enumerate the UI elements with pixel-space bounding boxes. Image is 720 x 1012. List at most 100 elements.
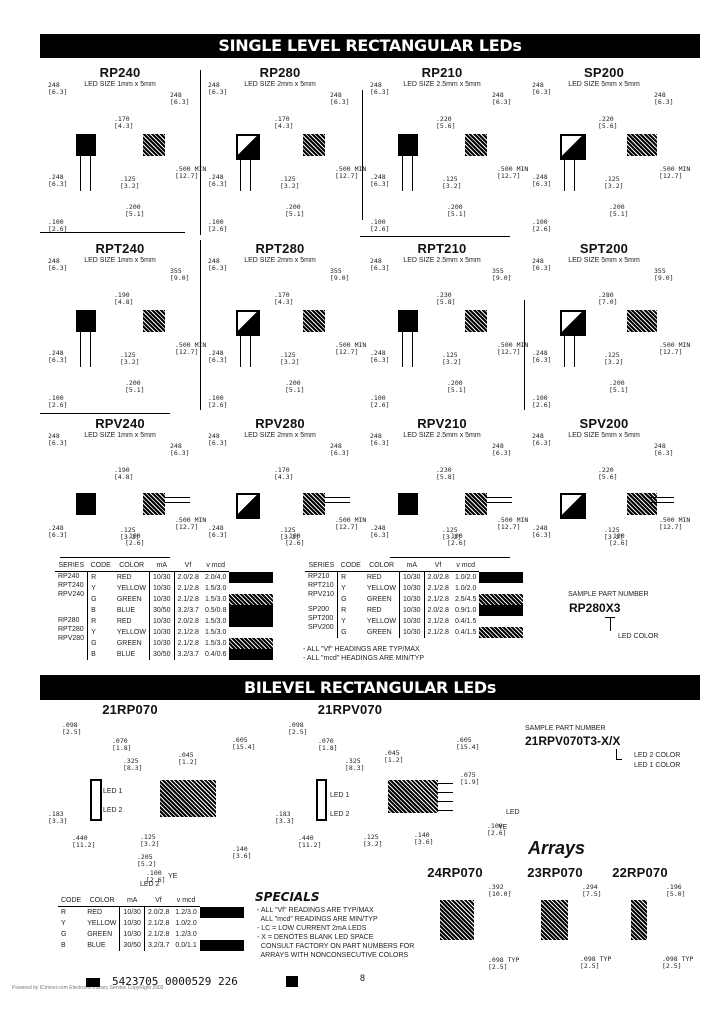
dimension-label: .294 [7.5] bbox=[582, 883, 602, 898]
column-header: Vf bbox=[424, 560, 452, 572]
table-cell: Y bbox=[61, 920, 66, 927]
callout-line bbox=[616, 759, 622, 760]
dimension-label: .098 [2.5] bbox=[62, 721, 82, 736]
led-size: LED SIZE 2.5mm x 5mm bbox=[403, 81, 481, 88]
led-side-view bbox=[303, 310, 325, 332]
table-cell: 2.0/4.0 bbox=[204, 574, 227, 581]
dimension-label: 248 [6.3] bbox=[208, 432, 228, 447]
page-number: 8 bbox=[360, 973, 366, 983]
column-header: COLOR bbox=[363, 560, 400, 572]
dimension-label: .098 TYP [2.5] bbox=[488, 956, 520, 971]
table-cell: 1.2/3.0 bbox=[175, 931, 197, 938]
led-size: LED SIZE 1mm x 5mm bbox=[84, 81, 156, 88]
lead-wire bbox=[412, 332, 413, 367]
color-swatch bbox=[229, 649, 274, 660]
table-cell: 10/30 bbox=[399, 594, 425, 605]
led2-label: LED 2 bbox=[103, 807, 123, 814]
lead bbox=[438, 783, 453, 784]
dimension-label: .183 [3.3] bbox=[48, 810, 68, 825]
table-cell: B bbox=[91, 651, 96, 658]
table-cell: 2.5/4.5 bbox=[454, 596, 477, 603]
section-title-bilevel: BILEVEL RECTANGULAR LEDs bbox=[40, 675, 700, 700]
lead-wire bbox=[649, 502, 674, 503]
table-cell: 1.2/3.0 bbox=[175, 909, 197, 916]
dimension-label: .248 [6.3] bbox=[532, 349, 552, 364]
dimension-label: 355 [9.0] bbox=[330, 267, 350, 282]
led-front-view bbox=[76, 310, 96, 332]
table-cell: YELLOW bbox=[84, 918, 121, 929]
dimension-label: .500 MIN [12.7] bbox=[659, 341, 691, 356]
part-name: SPT200 bbox=[579, 241, 629, 256]
table-cell: 2.0/2.8 bbox=[177, 574, 199, 581]
led-side-view bbox=[143, 134, 165, 156]
table-cell: 1.5/3.0 bbox=[204, 629, 227, 636]
table-cell: RED bbox=[113, 616, 150, 627]
dimension-label: .100 [2.6] bbox=[447, 532, 467, 547]
table-cell: B bbox=[61, 942, 66, 949]
divider bbox=[200, 240, 201, 410]
part-name: 23RP070 bbox=[527, 865, 583, 880]
color-swatch bbox=[479, 583, 524, 594]
lead-wire bbox=[250, 332, 251, 367]
dimension-label: .500 MIN [12.7] bbox=[335, 516, 367, 531]
led-front-view bbox=[236, 134, 260, 160]
table-cell: 1.5/3.0 bbox=[204, 640, 227, 647]
table-cell: G bbox=[341, 629, 347, 636]
part-name: RPT210 bbox=[417, 241, 467, 256]
table-cell: G bbox=[61, 931, 67, 938]
divider bbox=[60, 557, 170, 558]
lead-wire bbox=[402, 156, 403, 191]
dimension-label: 248 [6.3] bbox=[492, 91, 512, 106]
table-cell: 0.0/1.1 bbox=[175, 942, 197, 949]
table-cell: 2.1/2.8 bbox=[177, 596, 199, 603]
dimension-label: .440 [11.2] bbox=[298, 834, 322, 849]
dimension-label: .220 [5.6] bbox=[436, 115, 456, 130]
table-cell: 2.1/2.8 bbox=[177, 640, 199, 647]
column-header: v mcd bbox=[201, 560, 230, 572]
divider bbox=[200, 70, 201, 235]
dimension-label: .170 [4.3] bbox=[274, 466, 294, 481]
part-21rpv070: 21RPV070 bbox=[300, 703, 400, 717]
table-cell: 0.4/1.5 bbox=[454, 629, 477, 636]
part-name: 22RP070 bbox=[612, 865, 668, 880]
series-cell: SP200 SPT200 SPV200 bbox=[305, 605, 339, 638]
lead-wire bbox=[487, 497, 512, 498]
barcode-block bbox=[286, 976, 298, 987]
lead-wire bbox=[574, 332, 575, 367]
dimension-label: 248 [6.3] bbox=[370, 257, 390, 272]
part-name: SPV200 bbox=[579, 416, 629, 431]
table-cell: BLUE bbox=[84, 940, 121, 951]
table-cell: 0.9/1.0 bbox=[454, 607, 477, 614]
lead-wire bbox=[649, 497, 674, 498]
dimension-label: .325 [8.3] bbox=[345, 757, 365, 772]
lead bbox=[438, 792, 453, 793]
table-cell: G bbox=[91, 596, 97, 603]
dimension-label: .500 MIN [12.7] bbox=[335, 341, 367, 356]
table-cell: YELLOW bbox=[113, 583, 150, 594]
callout-line bbox=[616, 749, 617, 759]
dimension-label: .248 [6.3] bbox=[208, 173, 228, 188]
table-cell: 10/30 bbox=[149, 638, 175, 649]
table-cell: 10/30 bbox=[399, 571, 425, 583]
column-header: COLOR bbox=[113, 560, 150, 572]
lead-wire bbox=[574, 156, 575, 191]
dimension-label: .200 [5.1] bbox=[447, 203, 467, 218]
lead-wire bbox=[80, 156, 81, 191]
led-size: LED SIZE 2.5mm x 5mm bbox=[403, 257, 481, 264]
table-cell: 3.2/3.7 bbox=[147, 942, 170, 949]
led-size: LED SIZE 2.5mm x 5mm bbox=[403, 432, 481, 439]
